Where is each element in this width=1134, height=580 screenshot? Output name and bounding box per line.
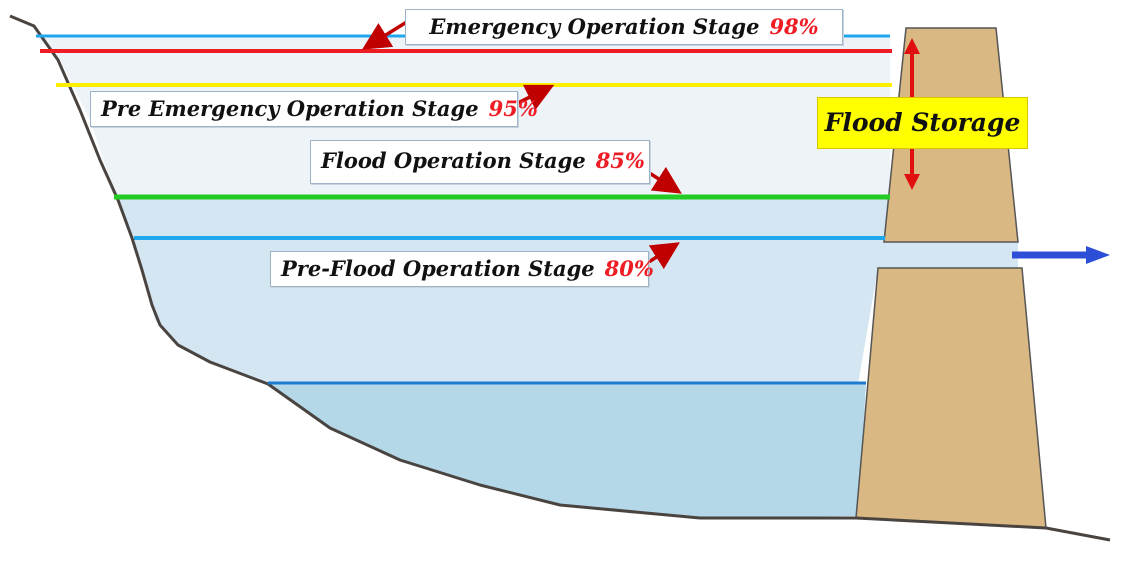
emergency-pointer-arrow <box>362 18 411 50</box>
emergency-stage-text: Emergency Operation Stage <box>429 14 760 39</box>
pre-emergency-stage-text: Pre Emergency Operation Stage <box>101 96 479 121</box>
flood-storage-arrowhead-top <box>904 38 920 54</box>
ground-profile <box>9 14 1111 542</box>
flood-stage-percent: 85% <box>595 148 645 173</box>
pre-emergency-pointer-arrow <box>515 84 555 110</box>
pre-flood-stage-label: Pre-Flood Operation Stage 80% <box>270 251 654 287</box>
emergency-stage-percent: 98% <box>769 14 819 39</box>
water-lower-zone <box>268 384 866 518</box>
flood-stage-label: Flood Operation Stage 85% <box>310 140 650 184</box>
pre-flood-stage-percent: 80% <box>604 256 654 281</box>
pre-emergency-stage-percent: 95% <box>488 96 538 121</box>
water-middle-zone <box>116 197 1018 384</box>
emergency-stage-label: Emergency Operation Stage 98% <box>405 9 843 45</box>
pre-flood-pointer-arrow <box>643 242 680 270</box>
outflow-arrowhead <box>1086 246 1110 264</box>
pre-emergency-stage-label: Pre Emergency Operation Stage 95% <box>90 91 538 127</box>
dam-lower-section <box>855 267 1047 529</box>
flood-storage-label: Flood Storage <box>817 97 1028 149</box>
pre-flood-stage-text: Pre-Flood Operation Stage <box>281 256 595 281</box>
flood-stage-text: Flood Operation Stage <box>321 148 586 173</box>
flood-storage-arrowhead-bottom <box>904 174 920 190</box>
